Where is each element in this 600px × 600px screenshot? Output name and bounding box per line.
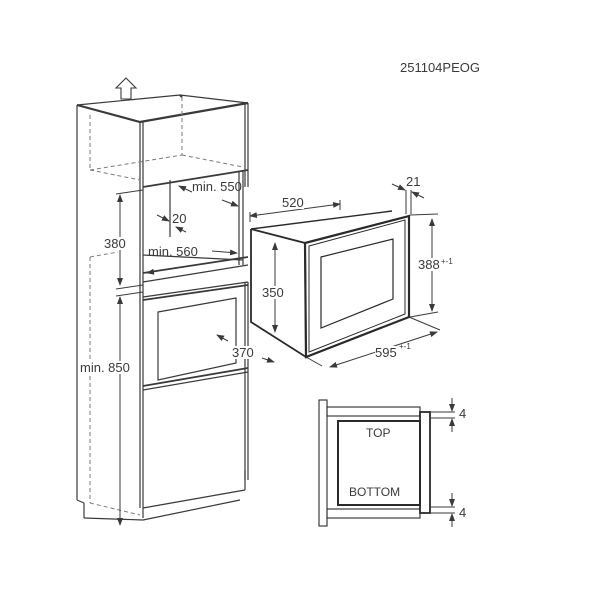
label-top: TOP [366, 426, 391, 440]
label-front-height: 388 [418, 257, 440, 272]
label-rear-gap: 20 [172, 211, 187, 226]
cabinet-hidden-lines [89, 97, 244, 516]
side-view-section [318, 399, 431, 527]
label-niche-height: 380 [104, 236, 126, 251]
label-front-height-tolerance: +-1 [441, 257, 453, 266]
label-top-gap: 4 [459, 406, 467, 421]
tall-cabinet [76, 94, 249, 521]
label-niche-width: min. 560 [148, 244, 198, 259]
cabinet-dimension-lines [115, 185, 275, 526]
label-front-width-tolerance: +-1 [399, 342, 411, 351]
label-frame-thickness: 21 [406, 174, 421, 189]
side-view-dimension-lines [430, 398, 455, 527]
document-code: 251104PEOG [400, 60, 480, 75]
label-front-width: 595 [375, 345, 397, 360]
label-bottom: BOTTOM [349, 485, 401, 499]
label-body-height: 350 [262, 285, 284, 300]
label-oven-depth: 370 [232, 345, 254, 360]
label-floor-to-niche: min. 850 [80, 360, 130, 375]
ventilation-arrow-icon [114, 77, 138, 100]
label-niche-depth: min. 550 [192, 179, 242, 194]
label-appliance-depth: 520 [282, 195, 304, 210]
label-bottom-gap: 4 [459, 505, 467, 520]
